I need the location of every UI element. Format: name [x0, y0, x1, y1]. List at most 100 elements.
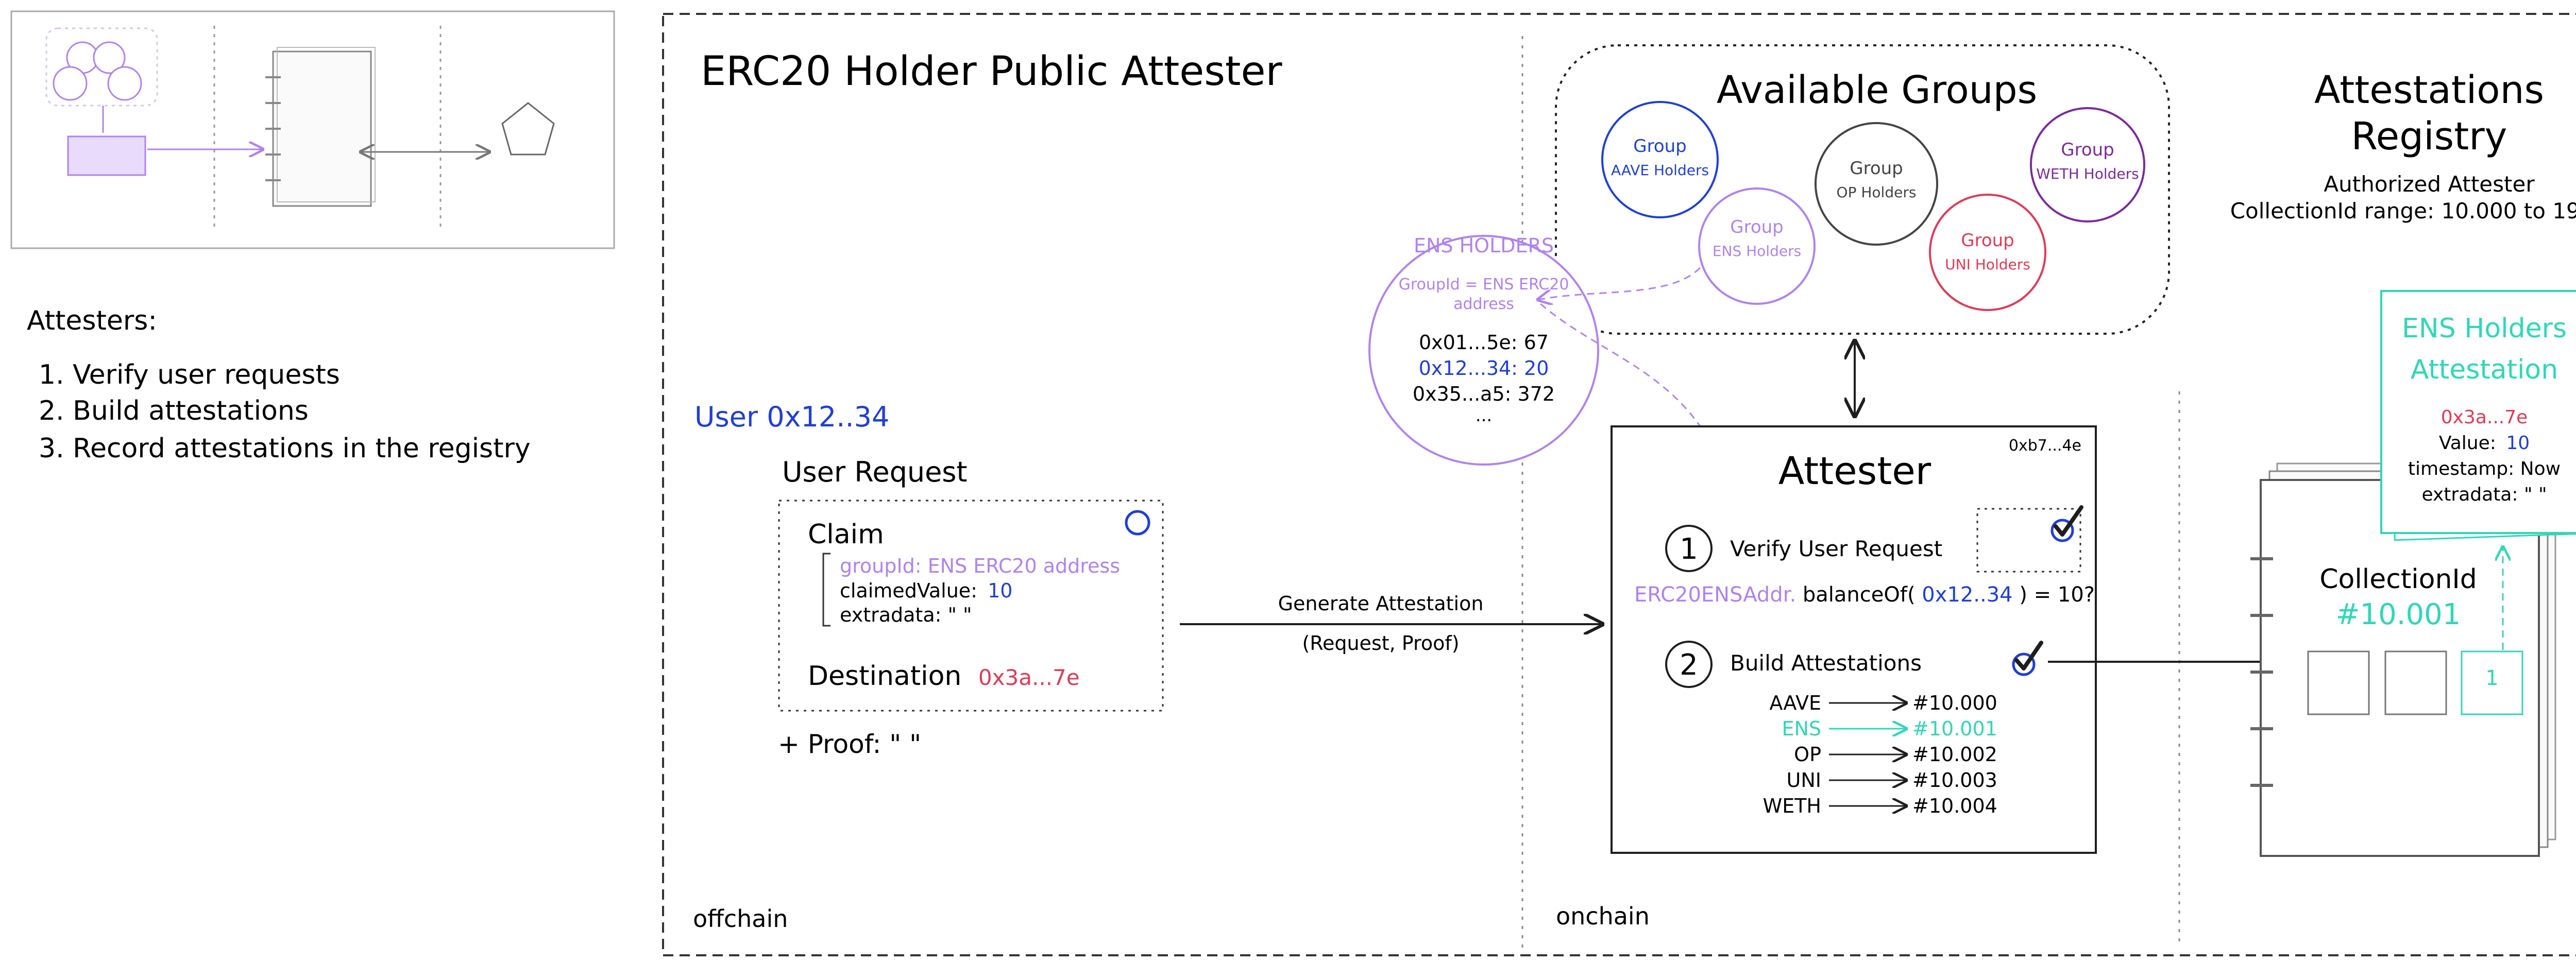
- group-aave-sub: AAVE Holders: [1611, 162, 1709, 179]
- registry-book: [2260, 479, 2540, 857]
- attestation-value-line: Value: 10: [2439, 433, 2530, 454]
- group-ens-title: Group: [1730, 217, 1784, 237]
- group-uni-title: Group: [1961, 230, 2014, 251]
- ens-group-to-detail-arrow: [1538, 267, 1701, 300]
- proof-label: + Proof: " ": [778, 729, 921, 759]
- step2-number: 2: [1680, 648, 1698, 682]
- group-weth-circle: [2030, 107, 2145, 222]
- sidebar-title: Attesters:: [27, 305, 157, 336]
- mapping-id: #10.000: [1912, 692, 1997, 714]
- step1-label: Verify User Request: [1730, 536, 1942, 561]
- registry-authorized: Authorized Attester: [2324, 171, 2535, 197]
- registry-slot-marker: 1: [2485, 666, 2498, 690]
- ens-group-id-line2: address: [1453, 295, 1514, 313]
- attestation-card: ENS Holders Attestation 0x3a...7e Value:…: [2380, 290, 2576, 541]
- thumbnail-group-circle: [93, 41, 126, 74]
- mapping-row: AAVE #10.000: [1769, 692, 1997, 714]
- request-status-circle-icon: [1125, 510, 1150, 536]
- mapping-row: WETH #10.004: [1763, 795, 1997, 817]
- claim-group-id: groupId: ENS ERC20 address: [840, 555, 1120, 577]
- groups-box: [1555, 44, 2170, 335]
- thumbnail-pentagon: [501, 102, 555, 156]
- ens-row-more: ...: [1476, 405, 1492, 426]
- attestation-title-line2: Attestation: [2411, 354, 2558, 385]
- page-title: ERC20 Holder Public Attester: [701, 48, 1282, 95]
- arrow-top-label: Generate Attestation: [1278, 592, 1484, 615]
- user-request-box: [778, 500, 1164, 712]
- destination-line: Destination 0x3a...7e: [808, 661, 1080, 692]
- thumbnail-registry-book: [272, 50, 372, 207]
- mapping-group: AAVE: [1769, 692, 1821, 714]
- offchain-label: offchain: [693, 905, 788, 933]
- step1-circle: [1665, 525, 1713, 572]
- step1-number: 1: [1680, 532, 1698, 566]
- mapping-id: #10.001: [1912, 717, 1997, 740]
- mapping-group: OP: [1794, 743, 1821, 766]
- attestation-timestamp: timestamp: Now: [2408, 458, 2561, 479]
- attestation-extradata: extradata: " ": [2421, 484, 2547, 505]
- registry-title-line1: Attestations: [2314, 68, 2544, 112]
- claim-extradata: extradata: " ": [840, 604, 972, 626]
- mapping-id: #10.002: [1912, 743, 1997, 766]
- group-uni: Group UNI Holders: [1929, 194, 2046, 311]
- group-op: Group OP Holders: [1815, 122, 1938, 246]
- user-label: User 0x12..34: [694, 401, 889, 433]
- sidebar-item-verify: 1. Verify user requests: [39, 359, 340, 390]
- group-aave: Group AAVE Holders: [1601, 101, 1719, 218]
- onchain-label: onchain: [1556, 902, 1650, 930]
- thumbnail-groups-box: [45, 27, 158, 107]
- thumbnail-group-circle: [53, 66, 88, 101]
- thumbnail-registry-page: [277, 47, 376, 202]
- destination-value: 0x3a...7e: [978, 665, 1080, 690]
- build-checkmark-icon: [2014, 641, 2043, 671]
- attestation-value: 10: [2506, 433, 2530, 454]
- mapping-row-highlight: ENS #10.001: [1782, 717, 1997, 740]
- mapping-row: OP #10.002: [1794, 743, 1997, 766]
- group-uni-circle: [1929, 194, 2046, 311]
- attester-section: Attester 0xb7...4e 1 Verify User Request…: [1611, 425, 2097, 854]
- registry-range: CollectionId range: 10.000 to 19.999: [2230, 198, 2576, 224]
- claim-bracket: [822, 553, 831, 627]
- balance-suffix: ) = 10?: [2019, 583, 2095, 607]
- build-status-circle-icon: [2012, 652, 2036, 676]
- overview-thumbnail: [10, 10, 615, 249]
- group-weth-sub: WETH Holders: [2036, 165, 2139, 182]
- attestation-value-key: Value:: [2439, 433, 2496, 454]
- group-ens-sub: ENS Holders: [1713, 243, 1801, 260]
- verify-check-box: [1976, 508, 2081, 573]
- destination-label: Destination: [808, 661, 961, 692]
- attesters-sidebar: Attesters: 1. Verify user requests 2. Bu…: [27, 305, 531, 464]
- registry-slot: [2307, 650, 2370, 715]
- ens-holders-detail: ENS HOLDERS GroupId = ENS ERC20 address …: [1368, 234, 1599, 466]
- mapping-group: WETH: [1763, 795, 1821, 817]
- ens-row-3: 0x35...a5: 372: [1413, 383, 1555, 405]
- balance-mid: balanceOf(: [1803, 583, 1916, 607]
- collection-id: #10.001: [2336, 598, 2461, 631]
- claim-label: Claim: [808, 519, 884, 550]
- mapping-id: #10.004: [1912, 795, 1997, 817]
- sidebar-item-record: 3. Record attestations in the registry: [39, 433, 531, 464]
- sidebar-item-build: 2. Build attestations: [39, 396, 309, 426]
- arrow-bottom-label: (Request, Proof): [1302, 632, 1459, 655]
- ens-row-1: 0x01...5e: 67: [1419, 331, 1549, 354]
- groups-title: Available Groups: [1717, 68, 2037, 112]
- group-aave-title: Group: [1633, 136, 1687, 157]
- verify-status-circle-icon: [2050, 519, 2074, 542]
- claimed-value-key: claimedValue:: [840, 579, 977, 602]
- attestation-title-line1: ENS Holders: [2402, 313, 2567, 344]
- group-aave-circle: [1601, 101, 1719, 218]
- available-groups: Available Groups Group AAVE Holders Grou…: [1555, 44, 2170, 335]
- attester-address: 0xb7...4e: [2009, 437, 2081, 455]
- group-op-circle: [1815, 122, 1938, 246]
- ens-row-2: 0x12...34: 20: [1419, 357, 1549, 380]
- group-op-title: Group: [1850, 158, 1903, 179]
- step2-circle: [1665, 641, 1713, 688]
- balance-prefix: ERC20ENSAddr.: [1634, 583, 1796, 607]
- main-frame: [662, 13, 2576, 956]
- mapping-group: ENS: [1782, 717, 1821, 740]
- ens-group-id-line1: GroupId = ENS ERC20: [1399, 276, 1569, 294]
- registry-slot-active: [2461, 650, 2523, 715]
- balance-arg: 0x12..34: [1922, 583, 2012, 607]
- thumbnail-attester-box: [67, 135, 146, 176]
